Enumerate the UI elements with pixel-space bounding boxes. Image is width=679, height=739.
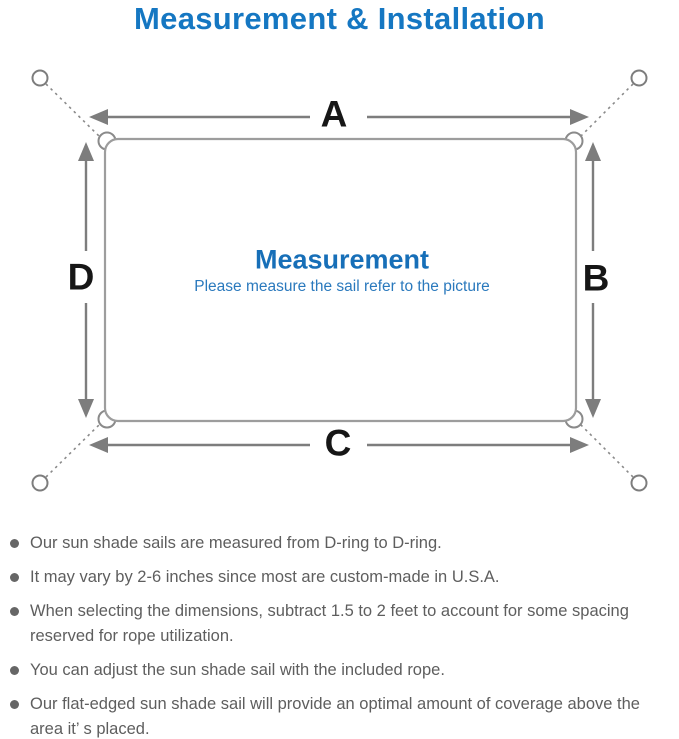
page-title: Measurement & Installation <box>134 1 545 36</box>
rope-line-top-right <box>577 83 634 140</box>
bullet-dot-icon <box>10 573 19 582</box>
rope-line-top-left <box>45 83 103 140</box>
measure-arrow-right <box>585 142 601 418</box>
diagram-heading: Measurement <box>254 244 430 275</box>
measure-arrow-top <box>89 109 589 125</box>
measure-arrows <box>78 109 601 453</box>
rope-line-bottom-right <box>577 421 634 478</box>
arrowhead-up-icon <box>78 142 94 161</box>
sail-outline <box>103 137 578 423</box>
bullet-dot-icon <box>10 666 19 675</box>
arrowhead-right-icon <box>570 437 589 453</box>
rope-line-bottom-left <box>45 421 103 478</box>
list-item: You can adjust the sun shade sail with t… <box>10 658 660 683</box>
list-item: Our flat-edged sun shade sail will provi… <box>10 692 660 739</box>
list-item: Our sun shade sails are measured from D-… <box>10 531 660 556</box>
arrowhead-down-icon <box>78 399 94 418</box>
sail-diagram-graphics <box>31 69 648 492</box>
list-item-text: When selecting the dimensions, subtract … <box>30 602 629 645</box>
list-item: When selecting the dimensions, subtract … <box>10 599 660 649</box>
arrowhead-left-icon <box>89 109 108 125</box>
arrowhead-left-icon <box>89 437 108 453</box>
anchor-ring-top-left-icon <box>31 69 49 87</box>
arrowhead-down-icon <box>585 399 601 418</box>
anchor-ring-bottom-left-icon <box>31 474 49 492</box>
edge-label-b: B <box>582 257 610 299</box>
arrowhead-up-icon <box>585 142 601 161</box>
sail-measurement-diagram: A B C D Measurement Please measure the s… <box>0 55 679 515</box>
anchor-rings <box>31 69 648 492</box>
bullet-dot-icon <box>10 539 19 548</box>
list-item-text: Our sun shade sails are measured from D-… <box>30 534 442 552</box>
bullet-dot-icon <box>10 700 19 709</box>
bullet-dot-icon <box>10 607 19 616</box>
list-item-text: You can adjust the sun shade sail with t… <box>30 661 445 679</box>
measure-arrow-bottom <box>89 437 589 453</box>
list-item: It may vary by 2-6 inches since most are… <box>10 565 660 590</box>
edge-label-a: A <box>320 93 348 135</box>
rope-dashed-lines <box>45 83 634 478</box>
list-item-text: Our flat-edged sun shade sail will provi… <box>30 695 640 738</box>
notes-list: Our sun shade sails are measured from D-… <box>10 531 660 739</box>
measure-arrow-left <box>78 142 94 418</box>
edge-label-c: C <box>324 422 352 464</box>
diagram-subtitle: Please measure the sail refer to the pic… <box>194 278 490 295</box>
edge-label-d: D <box>67 256 95 298</box>
anchor-ring-top-right-icon <box>630 69 648 87</box>
arrowhead-right-icon <box>570 109 589 125</box>
list-item-text: It may vary by 2-6 inches since most are… <box>30 568 500 586</box>
anchor-ring-bottom-right-icon <box>630 474 648 492</box>
